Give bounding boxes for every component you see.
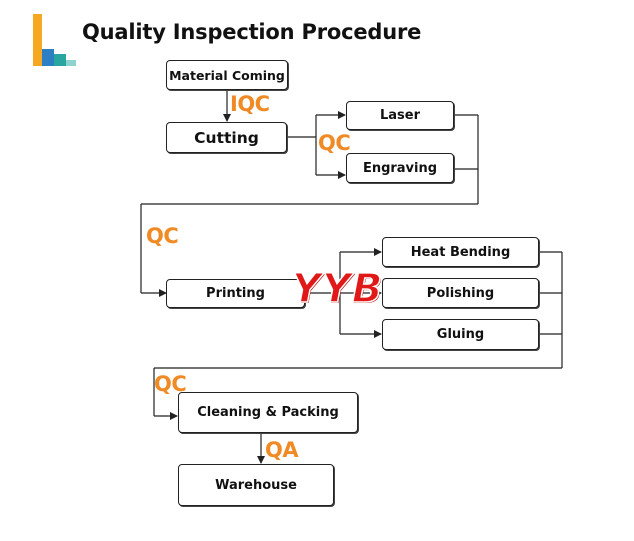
bar-chart-logo-icon bbox=[33, 14, 83, 66]
checkpoint-qc-printing: QC bbox=[146, 224, 179, 248]
step-polishing: Polishing bbox=[382, 278, 539, 308]
step-warehouse: Warehouse bbox=[178, 464, 334, 506]
yyb-watermark-logo: YYB bbox=[291, 265, 384, 313]
checkpoint-qc-cutting: QC bbox=[318, 131, 351, 155]
step-printing: Printing bbox=[166, 279, 305, 308]
step-engraving: Engraving bbox=[346, 153, 454, 183]
logo-bar-orange bbox=[33, 14, 42, 66]
logo-bar-blue bbox=[42, 49, 54, 66]
step-cutting: Cutting bbox=[166, 122, 287, 153]
logo-bar-lightblue bbox=[66, 60, 76, 66]
checkpoint-iqc: IQC bbox=[230, 92, 270, 116]
checkpoint-qc-cleaning: QC bbox=[154, 372, 187, 396]
step-laser: Laser bbox=[346, 101, 454, 130]
step-cleaning-packing: Cleaning & Packing bbox=[178, 392, 358, 433]
page-title: Quality Inspection Procedure bbox=[82, 20, 422, 44]
step-heat-bending: Heat Bending bbox=[382, 237, 539, 267]
logo-bar-teal bbox=[54, 54, 66, 66]
checkpoint-qa: QA bbox=[265, 438, 299, 462]
step-gluing: Gluing bbox=[382, 319, 539, 350]
step-material-coming: Material Coming bbox=[166, 60, 288, 90]
